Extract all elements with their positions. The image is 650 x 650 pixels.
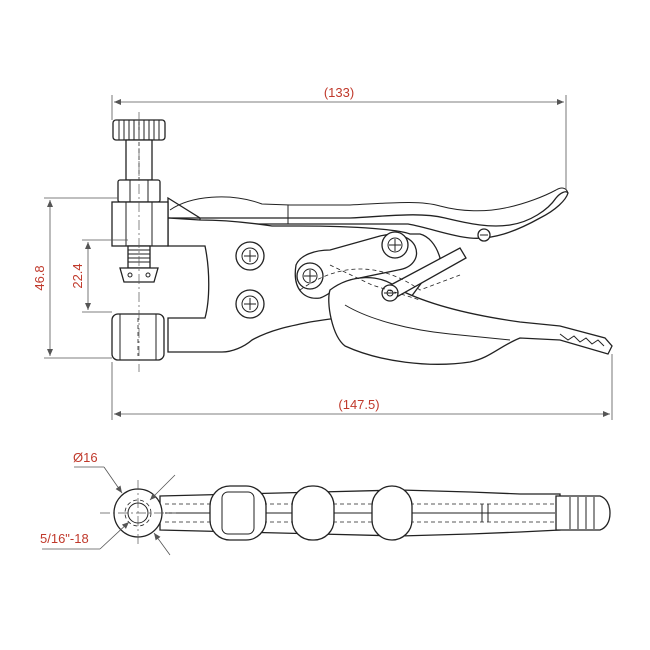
- dim-dia-label: Ø16: [73, 450, 98, 465]
- side-view-dimensions: (133) (147.5) 46.8 22.4: [32, 85, 613, 420]
- top-view: [100, 480, 611, 546]
- spindle-thread-lines: [128, 249, 150, 263]
- spindle-tip-dot: [127, 272, 133, 278]
- lower-handle-inner-edge: [344, 304, 511, 341]
- frame-pivot-upper-inner: [241, 247, 259, 265]
- spring-hidden-2: [329, 264, 421, 301]
- link-pivot-left-inner: [302, 268, 318, 284]
- lower-jaw-pad: [111, 313, 165, 361]
- dim-dia-leader-diag: [103, 466, 123, 494]
- lower-handle-grip-teeth: [559, 333, 605, 347]
- top-view-grip: [555, 495, 611, 531]
- dim-46-label: 46.8: [32, 265, 47, 290]
- dim-133-label: (133): [324, 85, 354, 100]
- dim-dia-leader-far: [153, 532, 171, 556]
- spring-hidden: [299, 268, 461, 291]
- dim-thread-leader-far: [149, 474, 176, 501]
- frame-pivot-lower-inner: [241, 295, 259, 313]
- dim-thread-leader-diag: [99, 521, 130, 550]
- top-view-boss-1-core: [221, 491, 255, 535]
- spindle-tip-dot-2: [145, 272, 151, 278]
- upper-arm-top-edge: [169, 187, 569, 212]
- top-view-grip-lines: [569, 497, 595, 529]
- top-view-boss-3: [371, 485, 413, 541]
- spindle-guide: [111, 201, 169, 247]
- lower-handle: [328, 276, 613, 365]
- dim-147-label: (147.5): [338, 397, 379, 412]
- link-pivot-right-inner: [387, 237, 403, 253]
- top-view-dimensions: Ø16 5/16"-18: [40, 450, 176, 556]
- side-view: [111, 112, 613, 372]
- top-view-boss-2: [291, 485, 335, 541]
- top-view-boss-1: [209, 485, 267, 541]
- dim-22-label: 22.4: [70, 263, 85, 288]
- dim-thread-label: 5/16"-18: [40, 531, 89, 546]
